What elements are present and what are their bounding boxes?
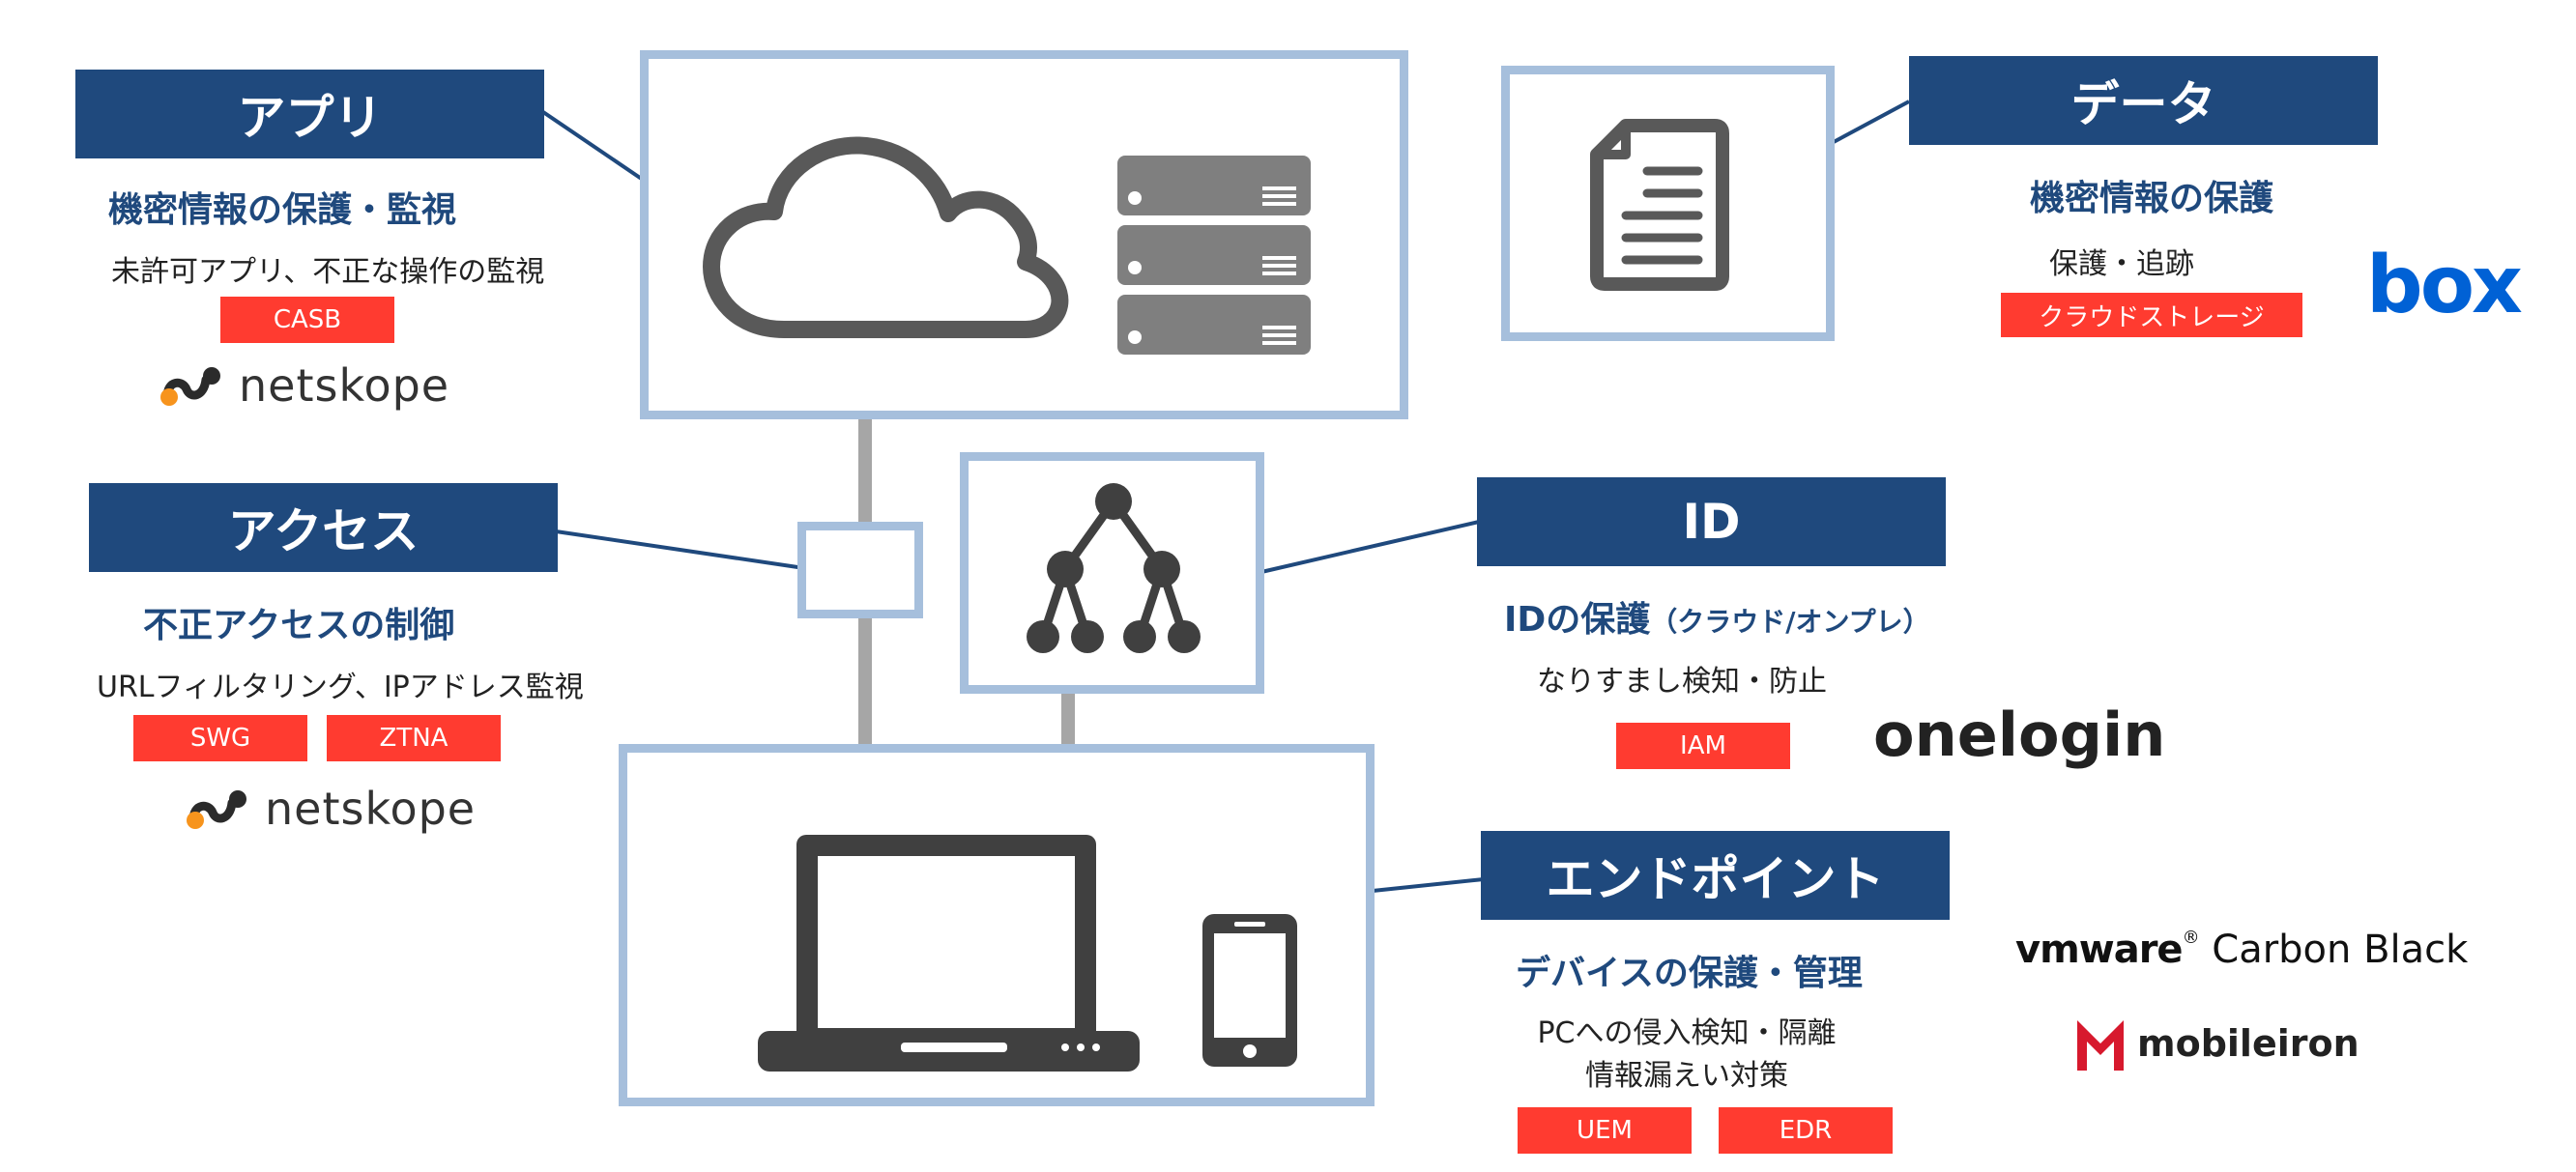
access-callout-line (555, 529, 805, 570)
access-node-frame (797, 522, 923, 618)
endpoint-tag-uem: UEM (1518, 1107, 1692, 1154)
endpoint-description-line1: PCへの侵入検知・隔離 (1537, 1016, 1837, 1050)
data-header: データ (1909, 56, 2378, 145)
id-subtitle-main: IDの保護 (1504, 600, 1651, 640)
data-callout-line (1831, 100, 1910, 145)
endpoint-description-line2: 情報漏えい対策 (1585, 1059, 1788, 1093)
endpoint-header: エンドポイント (1481, 831, 1950, 920)
id-callout-line (1260, 520, 1480, 574)
app-description: 未許可アプリ、不正な操作の監視 (111, 255, 545, 289)
endpoint-subtitle: デバイスの保護・管理 (1516, 954, 1863, 993)
carbon-black-wordmark: Carbon Black (2212, 928, 2469, 972)
id-subtitle: IDの保護（クラウド/オンプレ） (1504, 591, 1930, 642)
cloud-icon (703, 136, 1069, 338)
id-description: なりすまし検知・防止 (1537, 665, 1827, 699)
access-subtitle: 不正アクセスの制御 (143, 606, 455, 645)
access-header: アクセス (89, 483, 558, 572)
netskope-mark-icon (160, 367, 220, 406)
app-tag-casb: CASB (220, 297, 394, 343)
endpoint-frame (619, 744, 1375, 1106)
app-header: アプリ (75, 70, 544, 158)
app-callout-line (541, 110, 648, 184)
id-header: ID (1477, 477, 1946, 566)
network-tree-icon (1027, 483, 1201, 653)
app-subtitle: 機密情報の保護・監視 (108, 190, 457, 230)
id-tag-iam: IAM (1616, 723, 1790, 769)
vmware-carbon-black-logo: vmware® Carbon Black (2015, 928, 2469, 972)
mobileiron-logo: mobileiron (2073, 1013, 2359, 1074)
endpoint-callout-line (1372, 877, 1485, 893)
onelogin-logo: onelogin (1873, 700, 2166, 770)
data-description: 保護・追跡 (2049, 247, 2194, 281)
server-icon (1117, 156, 1311, 355)
netskope-wordmark: netskope (265, 783, 477, 835)
access-netskope-logo: netskope (186, 783, 476, 835)
app-netskope-logo: netskope (159, 359, 449, 412)
box-logo: box (2366, 240, 2523, 331)
mobileiron-mark-icon (2077, 1020, 2124, 1071)
access-tag-swg: SWG (133, 715, 307, 761)
netskope-wordmark: netskope (239, 359, 450, 412)
cloud-frame (640, 50, 1408, 419)
laptop-icon (758, 835, 1140, 1072)
vmware-wordmark: vmware (2015, 928, 2184, 972)
id-subtitle-note: （クラウド/オンプレ） (1650, 606, 1930, 638)
mobileiron-wordmark: mobileiron (2137, 1022, 2359, 1065)
document-icon (1590, 119, 1729, 291)
access-tag-ztna: ZTNA (327, 715, 501, 761)
data-tag-cloud-storage: クラウドストレージ (2001, 293, 2302, 337)
document-frame (1501, 66, 1835, 341)
smartphone-icon (1202, 914, 1297, 1067)
netskope-mark-icon (187, 790, 246, 829)
data-subtitle: 機密情報の保護 (2030, 179, 2274, 218)
id-frame (960, 452, 1264, 694)
access-description: URLフィルタリング、IPアドレス監視 (97, 671, 584, 704)
endpoint-tag-edr: EDR (1719, 1107, 1893, 1154)
